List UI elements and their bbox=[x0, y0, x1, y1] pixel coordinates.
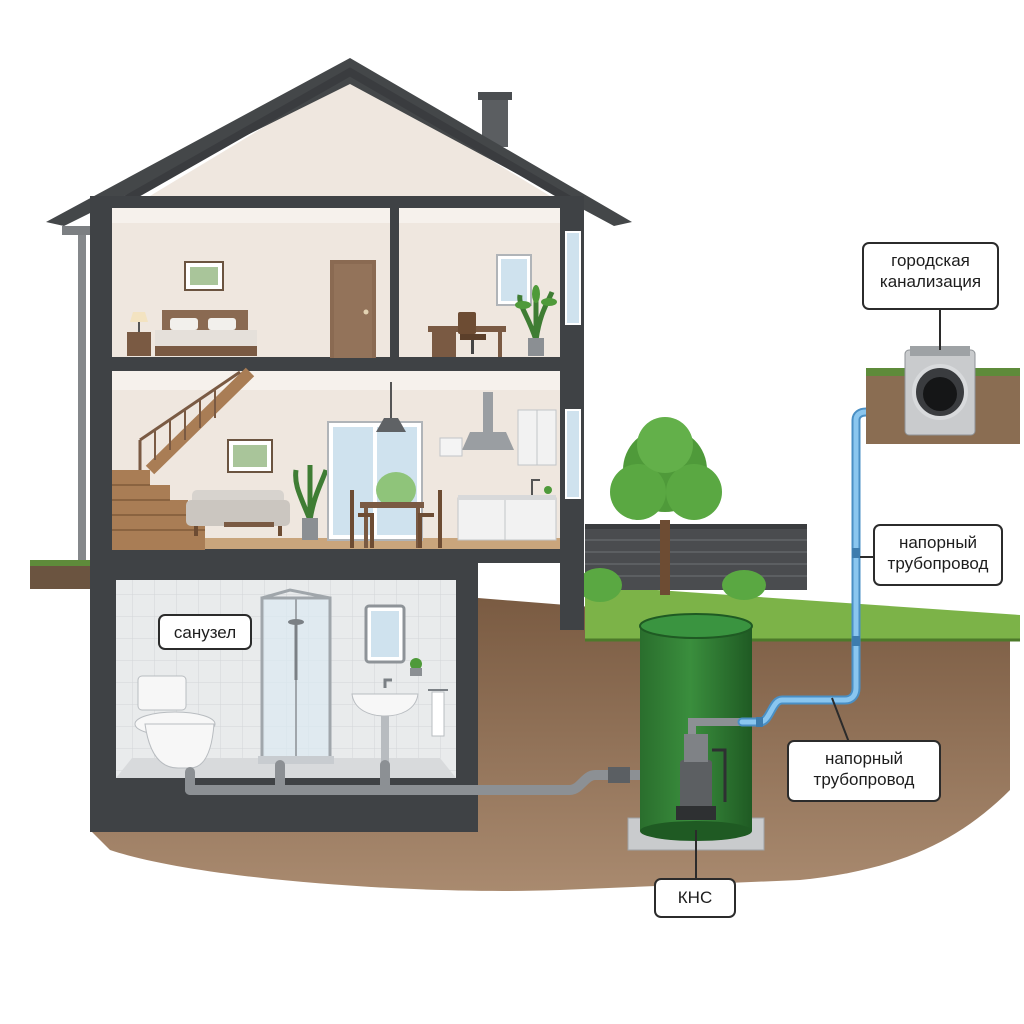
sewer-pipe bbox=[185, 760, 665, 795]
ground-floor-floor bbox=[112, 538, 567, 552]
label-pressure-pipe-upper: напорный трубопровод bbox=[873, 524, 1003, 586]
towel-rail bbox=[428, 689, 448, 737]
sofa-icon bbox=[186, 490, 290, 536]
kitchen-cabinets bbox=[457, 409, 557, 541]
gutter bbox=[62, 226, 96, 235]
leader-lines bbox=[695, 310, 941, 878]
coffee-table bbox=[224, 522, 274, 527]
tree-icon bbox=[610, 417, 722, 595]
pendant-lamp bbox=[376, 382, 406, 432]
upper-floor-ceiling bbox=[112, 205, 567, 223]
city-sewer bbox=[866, 346, 1020, 444]
range-hood bbox=[462, 392, 514, 450]
bush-left bbox=[578, 568, 622, 602]
plant-bathroom bbox=[410, 658, 422, 676]
label-bathroom: санузел bbox=[158, 614, 252, 650]
manhole-icon bbox=[904, 346, 976, 436]
fence bbox=[585, 524, 807, 590]
picture-upper bbox=[184, 261, 224, 291]
tank-lid bbox=[639, 613, 753, 639]
bed-icon bbox=[155, 310, 257, 356]
label-city-sewer: городская канализация bbox=[862, 242, 999, 310]
shower-cabin-icon bbox=[258, 588, 334, 764]
left-grass bbox=[30, 560, 94, 566]
plant-ground bbox=[293, 465, 329, 540]
foundation-right bbox=[560, 560, 584, 630]
gable-wall bbox=[135, 75, 565, 205]
mirror bbox=[364, 604, 406, 664]
nightstand-lamp bbox=[127, 312, 151, 356]
picture-ground bbox=[227, 439, 273, 473]
house bbox=[46, 58, 632, 832]
window-upper bbox=[496, 254, 532, 306]
left-ground-ledge bbox=[30, 563, 94, 589]
pipe-coupling bbox=[608, 767, 630, 783]
label-pressure-pipe-lower: напорный трубопровод bbox=[787, 740, 941, 802]
patio-door bbox=[327, 421, 423, 541]
dining-table bbox=[350, 490, 442, 548]
door bbox=[330, 260, 376, 358]
sink-icon bbox=[351, 678, 419, 766]
wall-panel bbox=[439, 437, 463, 457]
label-pump-station: КНС bbox=[654, 878, 736, 918]
pressure-pipe bbox=[737, 407, 941, 727]
plant-upper bbox=[515, 285, 557, 356]
toilet-icon bbox=[134, 675, 216, 769]
bush-right bbox=[722, 570, 766, 600]
submersible-pump-icon bbox=[676, 718, 742, 820]
downpipe bbox=[78, 235, 86, 560]
desk-chair bbox=[428, 312, 506, 357]
staircase-icon bbox=[112, 367, 255, 550]
pump-station-tank bbox=[627, 613, 765, 851]
